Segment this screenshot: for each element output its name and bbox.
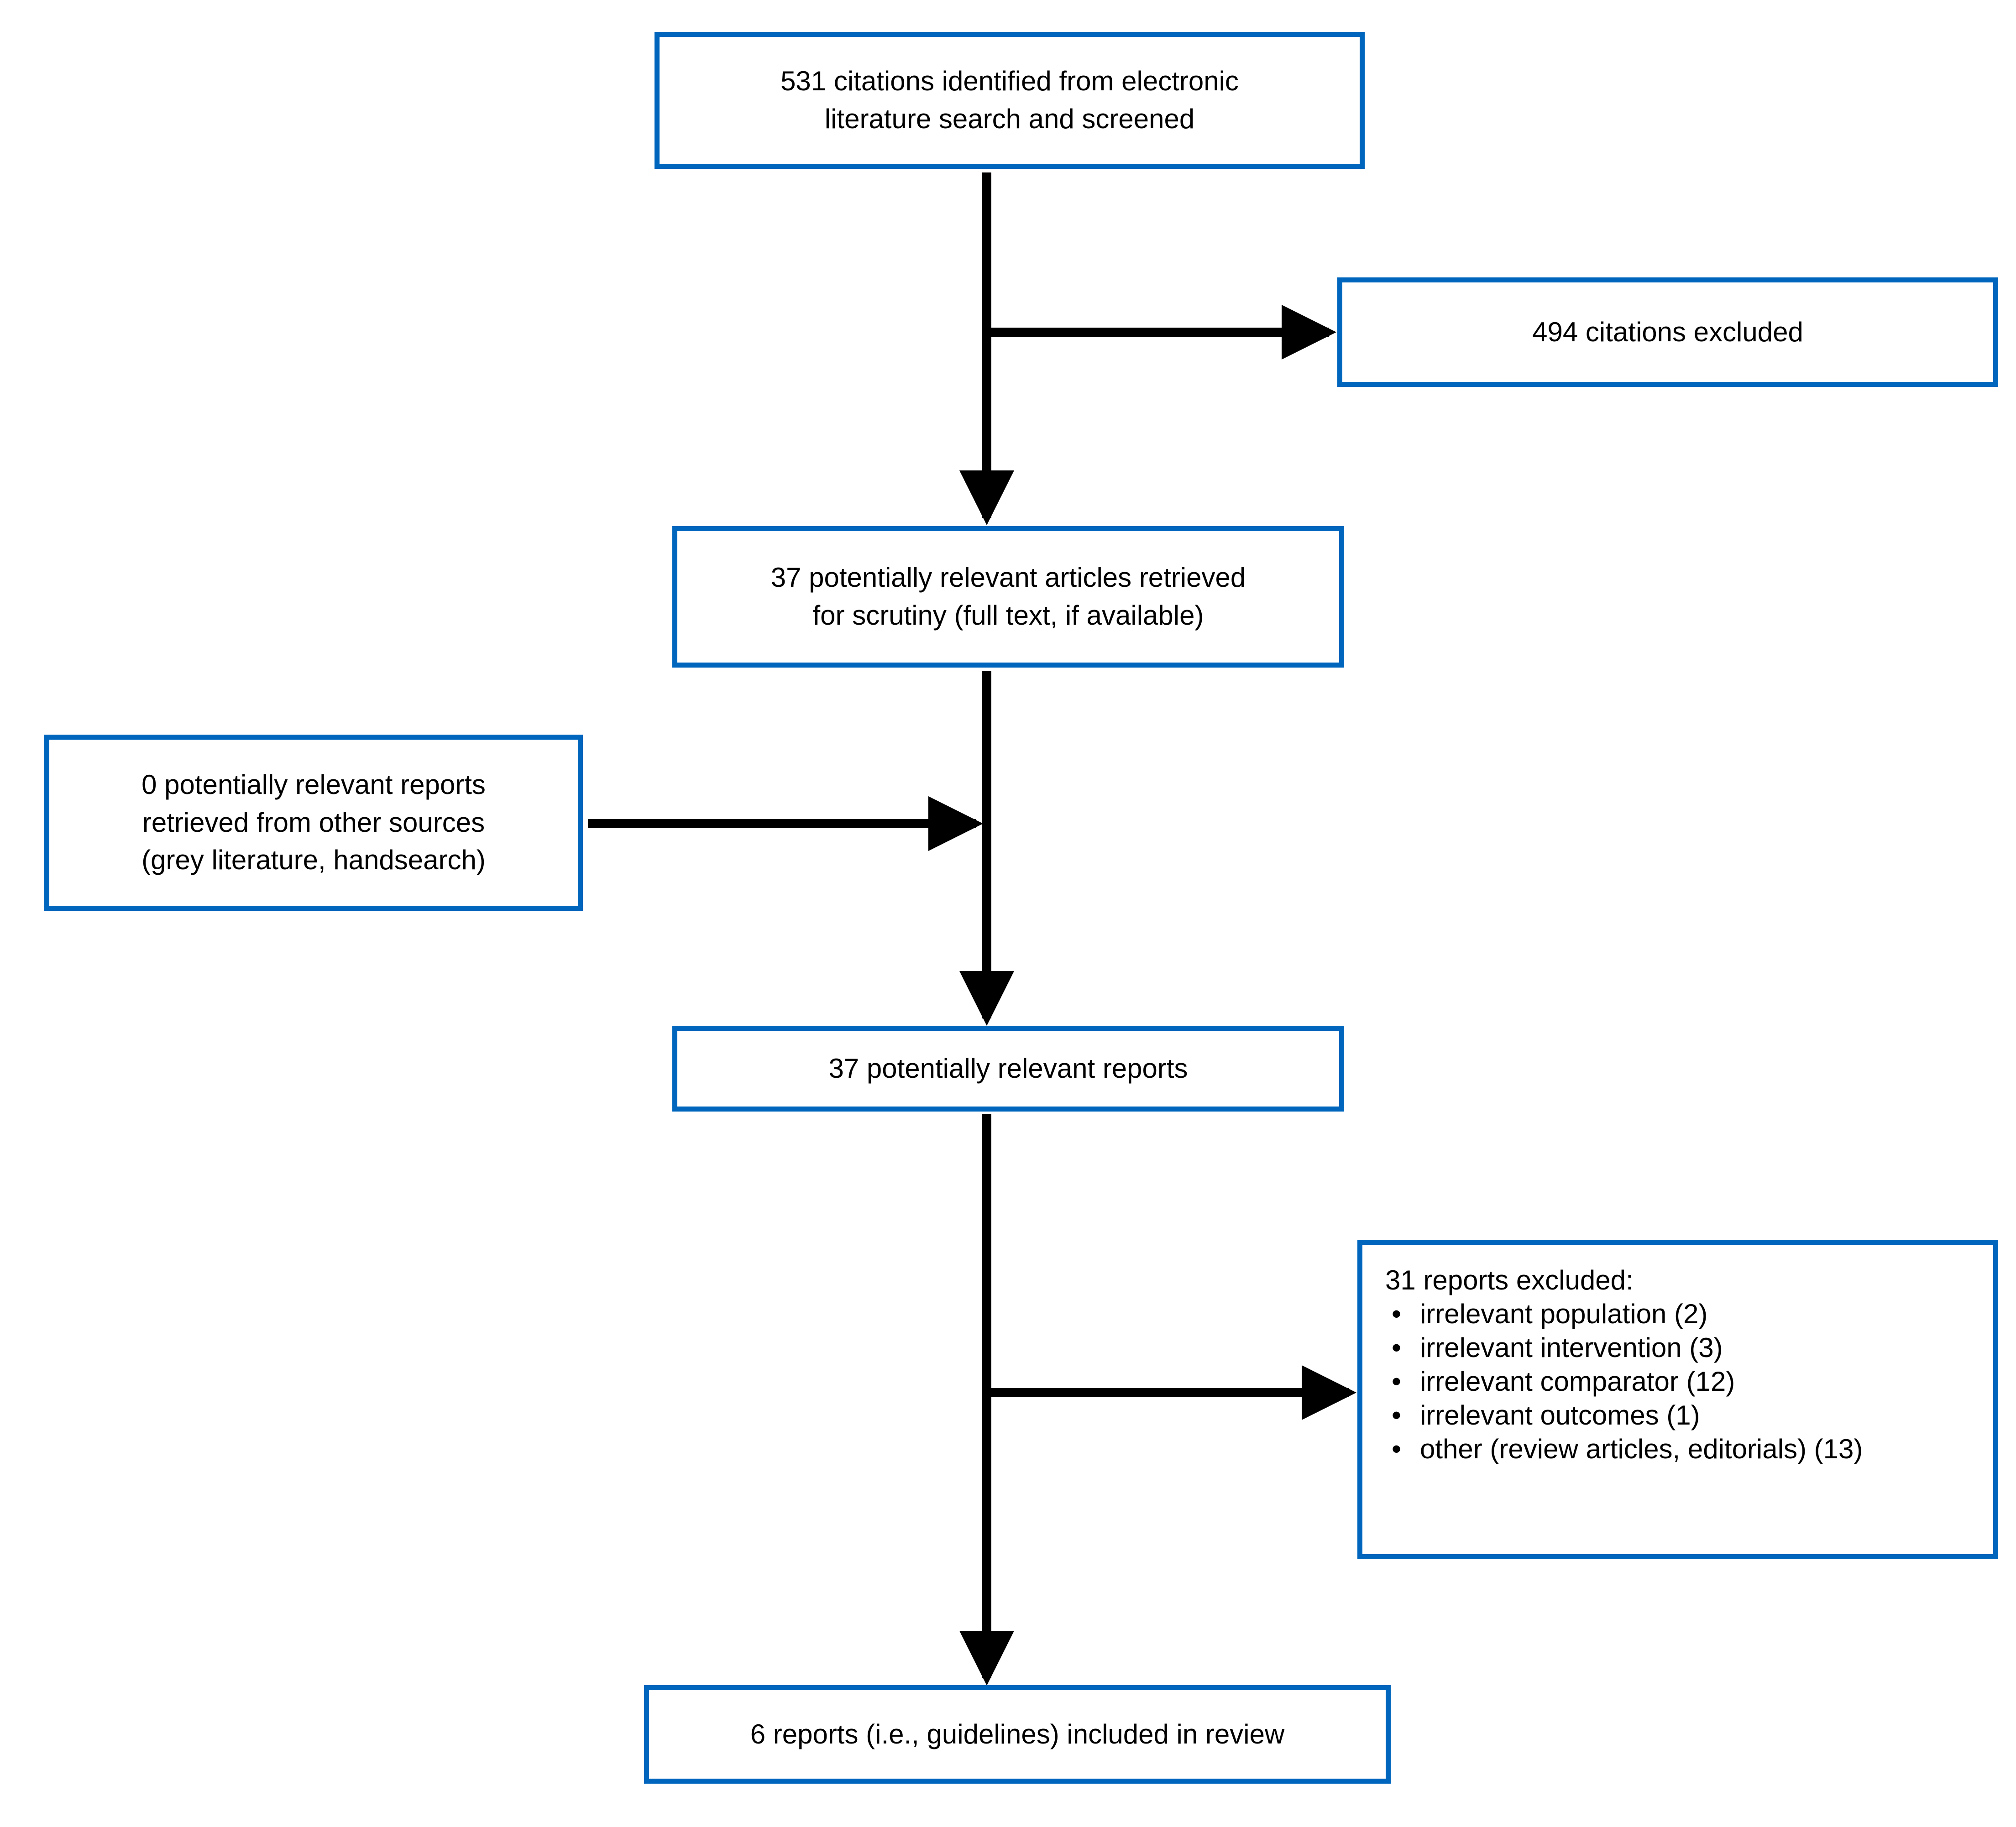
box-reports-included: 6 reports (i.e., guidelines) included in…	[644, 1685, 1391, 1784]
reports-excluded-reason-label: irrelevant intervention (3)	[1420, 1332, 1723, 1363]
reports-excluded-reason-label: irrelevant outcomes (1)	[1420, 1400, 1700, 1430]
reports-excluded-reason-item: • other (review articles, editorials) (13…	[1385, 1436, 1863, 1463]
reports-excluded-title: 31 reports excluded:	[1385, 1265, 1634, 1295]
box-articles-retrieved-label: 37 potentially relevant articles retriev…	[770, 562, 1246, 631]
reports-excluded-reason-item: • irrelevant population (2)	[1385, 1300, 1863, 1328]
box-potentially-relevant-reports-label: 37 potentially relevant reports	[828, 1053, 1188, 1084]
reports-excluded-reason-item: • irrelevant comparator (12)	[1385, 1368, 1863, 1395]
reports-excluded-reason-item: • irrelevant intervention (3)	[1385, 1334, 1863, 1362]
bullet-icon: •	[1392, 1366, 1402, 1397]
reports-excluded-reason-label: other (review articles, editorials) (13)	[1420, 1434, 1863, 1464]
box-citations-excluded: 494 citations excluded	[1337, 277, 1998, 387]
box-reports-included-label: 6 reports (i.e., guidelines) included in…	[750, 1718, 1285, 1749]
reports-excluded-reason-label: irrelevant population (2)	[1420, 1299, 1708, 1329]
box-citations-identified: 531 citations identified from electronic…	[655, 32, 1365, 169]
bullet-icon: •	[1392, 1332, 1402, 1363]
box-other-sources-label: 0 potentially relevant reports retrieved…	[141, 769, 486, 876]
box-citations-identified-label: 531 citations identified from electronic…	[780, 66, 1239, 134]
bullet-icon: •	[1392, 1434, 1402, 1464]
reports-excluded-reason-list: • irrelevant population (2) • irrelevant in…	[1385, 1300, 1863, 1463]
box-articles-retrieved: 37 potentially relevant articles retriev…	[672, 526, 1344, 668]
reports-excluded-reason-label: irrelevant comparator (12)	[1420, 1366, 1735, 1397]
box-citations-excluded-label: 494 citations excluded	[1532, 316, 1803, 347]
reports-excluded-reason-item: • irrelevant outcomes (1)	[1385, 1402, 1863, 1429]
box-reports-excluded: 31 reports excluded: • irrelevant populat…	[1357, 1240, 1998, 1559]
box-other-sources: 0 potentially relevant reports retrieved…	[44, 735, 583, 911]
reports-excluded-content: 31 reports excluded: • irrelevant populat…	[1362, 1245, 1876, 1469]
box-potentially-relevant-reports: 37 potentially relevant reports	[672, 1026, 1344, 1112]
bullet-icon: •	[1392, 1400, 1402, 1430]
bullet-icon: •	[1392, 1299, 1402, 1329]
